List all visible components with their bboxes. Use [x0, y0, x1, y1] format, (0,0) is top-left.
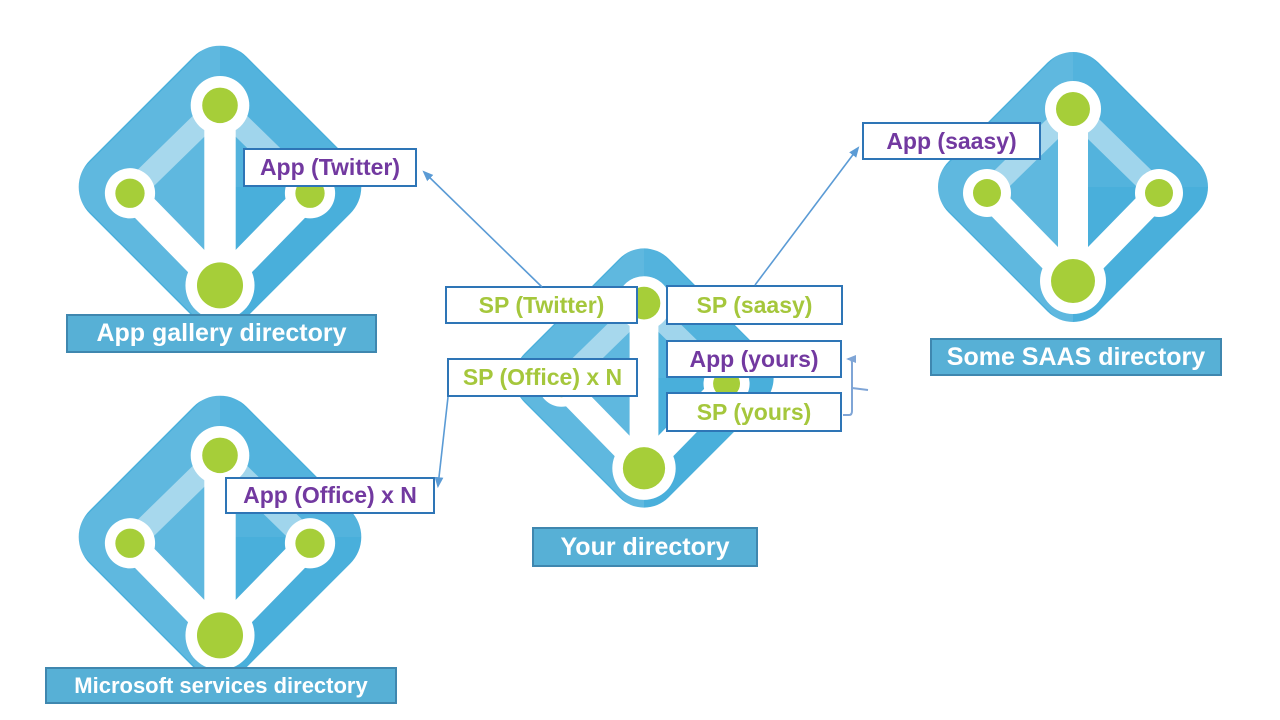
- label-box-app-office: App (Office) x N: [225, 477, 435, 514]
- label-box-sp-yours: SP (yours): [666, 392, 842, 432]
- azure-directory-icon-gallery: [63, 30, 377, 344]
- label-box-sp-twitter: SP (Twitter): [445, 286, 638, 324]
- label-box-app-yours: App (yours): [666, 340, 842, 378]
- azure-directory-icon-microsoft: [63, 380, 377, 694]
- connector-middle-tick: [851, 387, 869, 391]
- label-box-app-twitter: App (Twitter): [243, 148, 417, 187]
- connector-sp-yours-to-app-yours: [843, 355, 856, 416]
- azure-directory-icon-saas: [923, 37, 1223, 337]
- label-box-sp-saasy: SP (saasy): [666, 285, 843, 325]
- banner-your-directory: Your directory: [532, 527, 758, 567]
- banner-some-saas-directory: Some SAAS directory: [930, 338, 1222, 376]
- banner-microsoft-services-directory: Microsoft services directory: [45, 667, 397, 704]
- banner-app-gallery-directory: App gallery directory: [66, 314, 377, 353]
- label-box-app-saasy: App (saasy): [862, 122, 1041, 160]
- arrow-sp-office-to-app-office: [434, 396, 449, 489]
- label-box-sp-office: SP (Office) x N: [447, 358, 638, 397]
